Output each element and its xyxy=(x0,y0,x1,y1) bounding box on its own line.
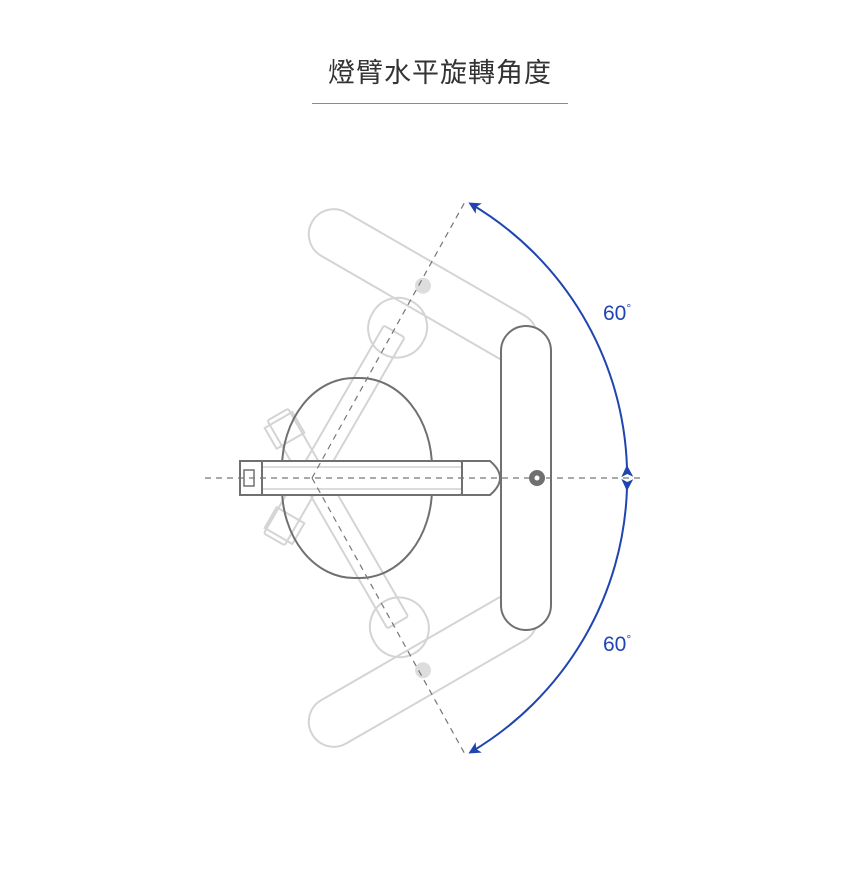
title-underline xyxy=(312,103,568,104)
ghost-arm-lower xyxy=(267,408,409,629)
axis-lines xyxy=(205,199,640,757)
ghost-arm-upper xyxy=(263,325,405,546)
axis-upper xyxy=(311,199,467,479)
ghost-clip-upper xyxy=(263,505,306,546)
page-title: 燈臂水平旋轉角度 xyxy=(328,58,552,89)
axis-lower xyxy=(311,477,467,757)
ghost-joint-upper xyxy=(367,296,429,359)
title-block: 燈臂水平旋轉角度 xyxy=(312,52,568,96)
angle-label-lower: 60° xyxy=(603,632,631,656)
ghost-joint-lower xyxy=(368,596,430,659)
ghost-lamp-upper xyxy=(263,208,539,546)
ghost-pivot-upper xyxy=(415,277,431,294)
lamp-pivot-center xyxy=(534,475,540,481)
ghost-lamp-lower xyxy=(263,408,539,748)
ghost-clip-lower xyxy=(263,410,306,451)
rotation-arrow-up xyxy=(468,202,634,478)
angle-label-upper: 60° xyxy=(603,301,631,325)
ghost-pivot-lower xyxy=(414,662,431,679)
rotation-arrow-down xyxy=(468,478,634,754)
